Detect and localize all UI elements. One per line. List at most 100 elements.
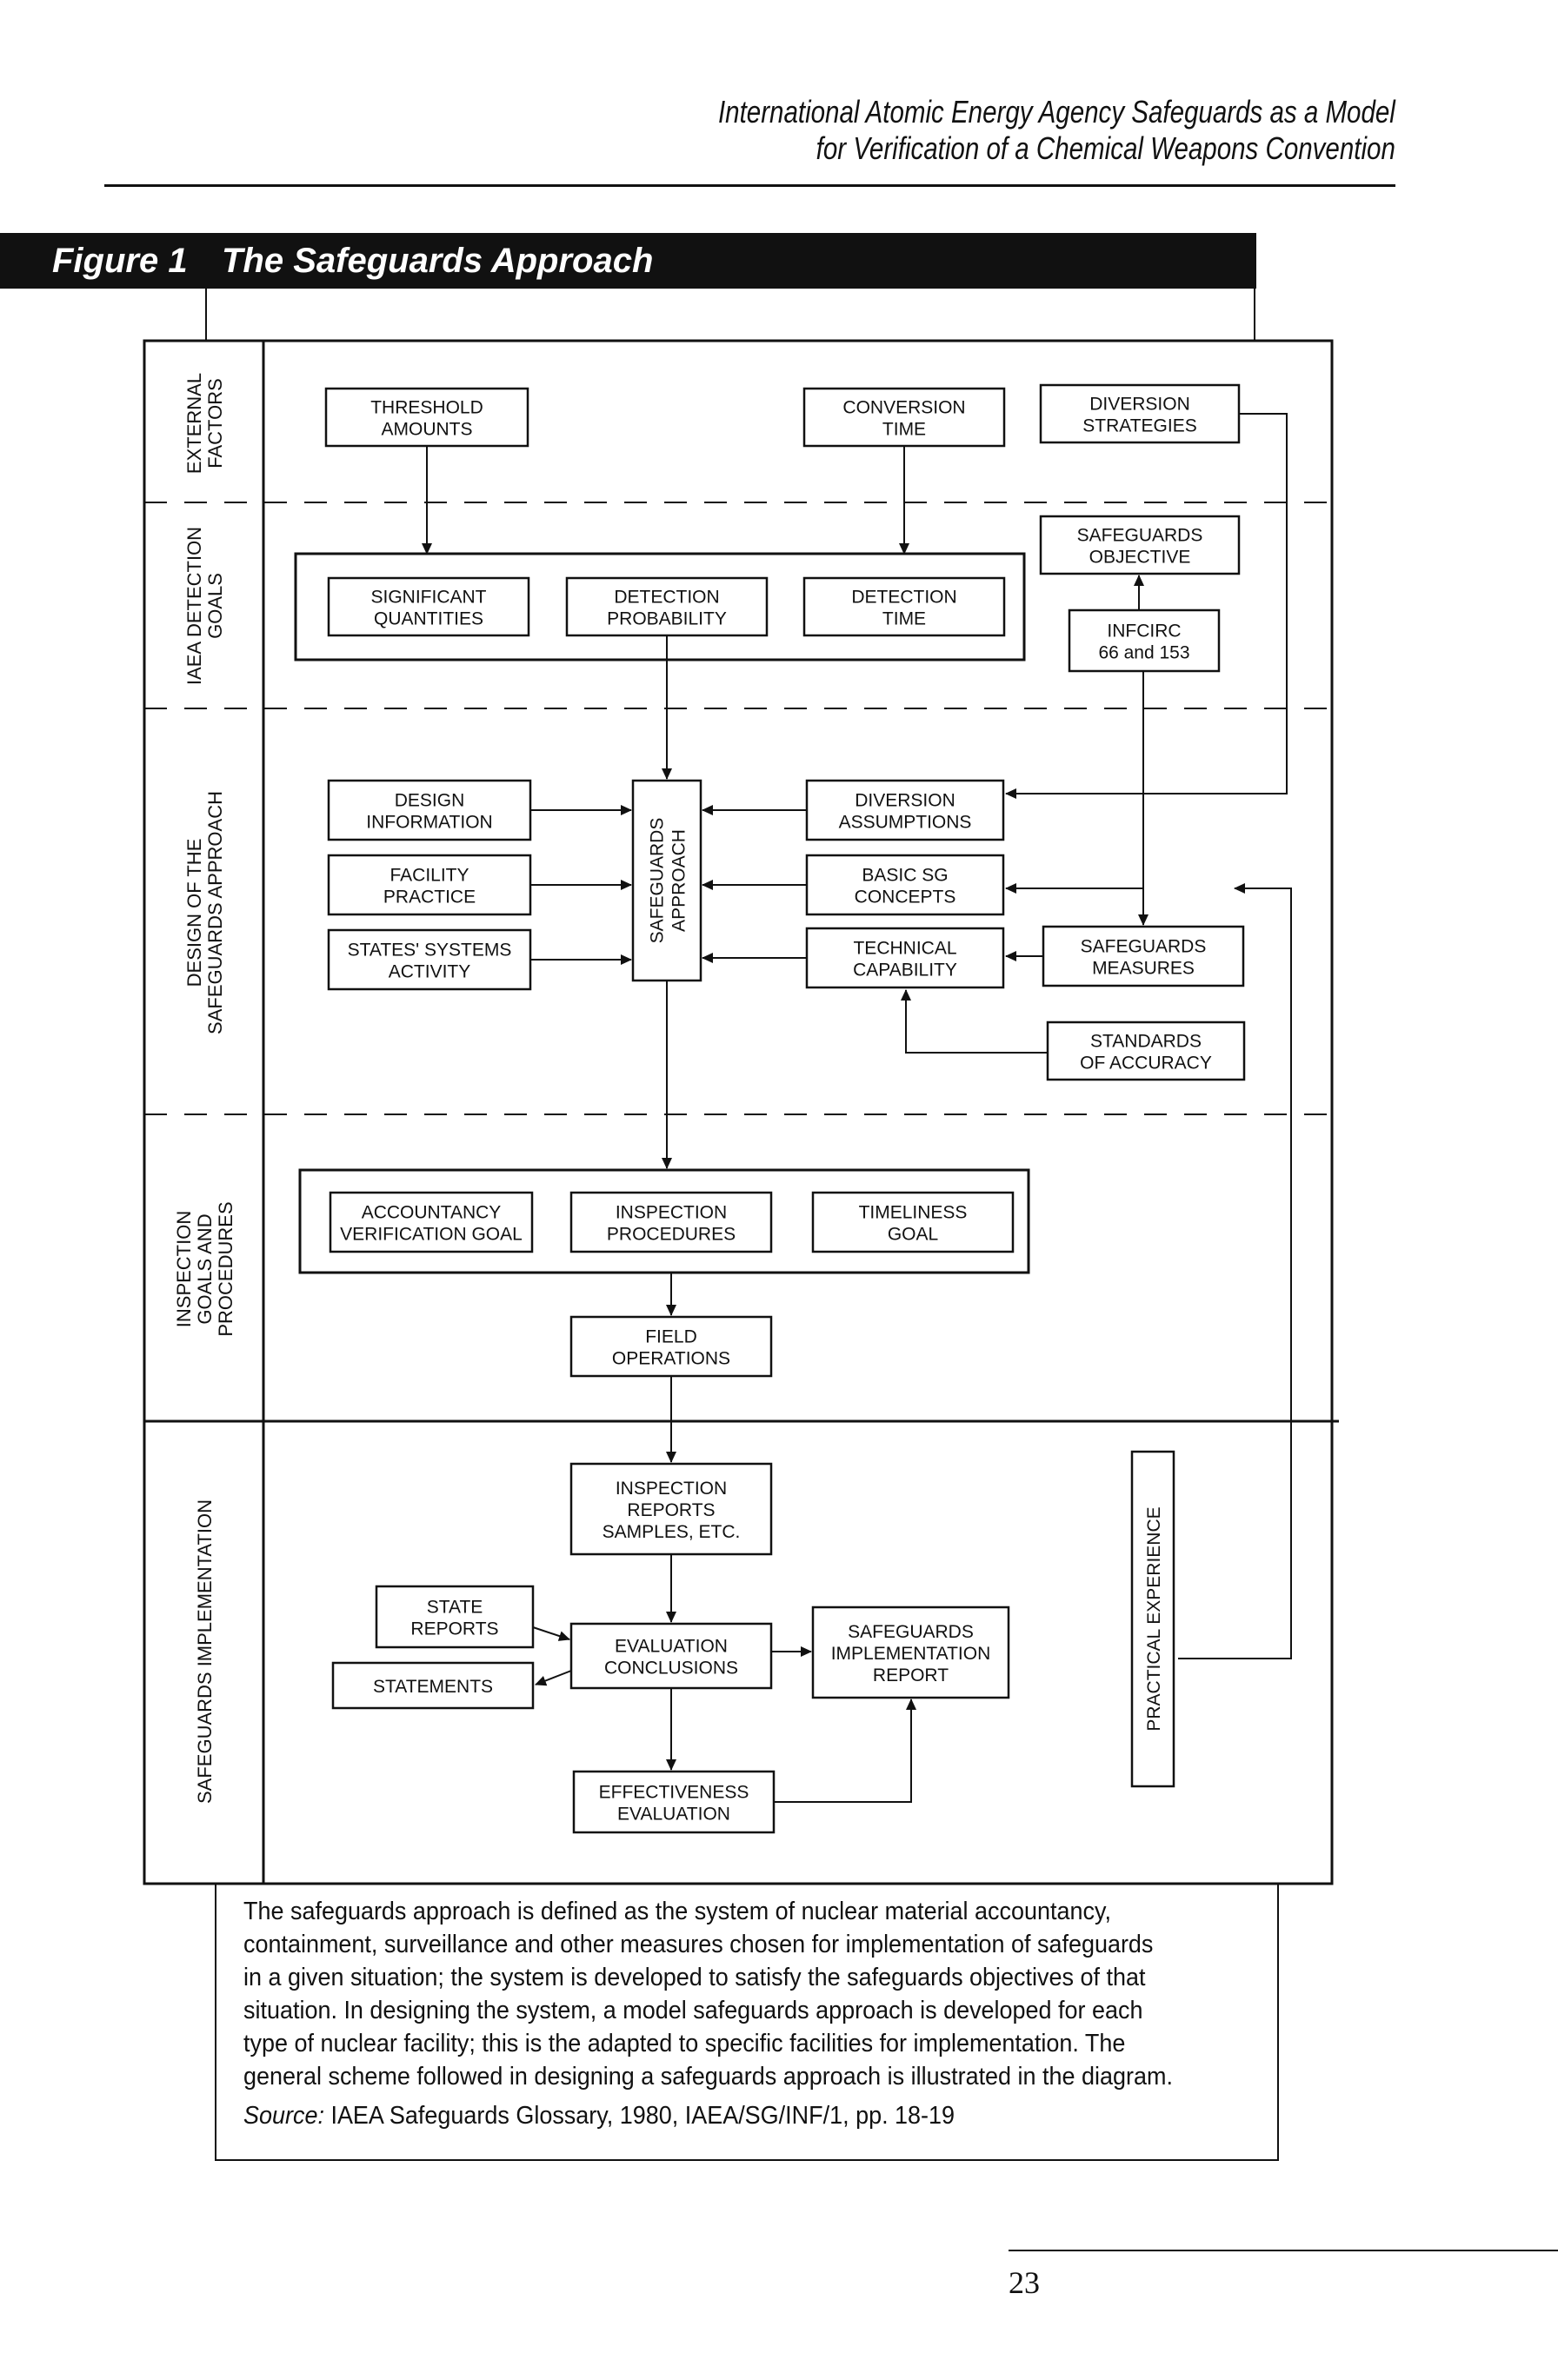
box-label: EVALUATION [617,1805,730,1825]
box-label: FACILITY [390,866,469,886]
box-label: TECHNICAL [853,939,956,959]
section-label-line: GOALS AND [194,1213,216,1324]
arrow-standards-to-technical [901,989,1048,1054]
figure-title-bar: Figure 1 The Safeguards Approach [0,233,1256,289]
arrow-effectiveness-to-report [774,1699,916,1803]
figure-title: The Safeguards Approach [222,242,654,280]
box-label: TIMELINESS [859,1203,968,1223]
arrow-strategies-to-assumptions [1005,413,1288,799]
header-rule [104,184,1395,187]
box-basic-sg: BASIC SG CONCEPTS [805,854,1005,916]
box-label: ASSUMPTIONS [839,813,972,833]
box-label: STRATEGIES [1082,416,1196,436]
box-label: APPROACH [669,829,689,932]
box-label: SIGNIFICANT [370,588,486,608]
figure-number: Figure 1 [52,242,188,280]
box-label: TIME [882,609,926,629]
box-label: TIME [882,420,926,440]
box-label: SAFEGUARDS [1077,526,1203,546]
box-label: SAFEGUARDS [1081,937,1207,957]
box-label: INSPECTION [616,1479,727,1499]
box-label: SAMPLES, ETC. [603,1522,741,1542]
box-label: DIVERSION [1089,395,1190,415]
box-label: STATES' SYSTEMS [348,941,512,961]
box-label: CONCLUSIONS [604,1659,738,1679]
box-label: FIELD [645,1327,697,1347]
box-label: PRACTICAL EXPERIENCE [1144,1506,1164,1731]
box-label: OF ACCURACY [1080,1054,1212,1074]
diagram-frame [143,339,1334,1885]
box-label: STANDARDS [1090,1032,1202,1052]
arrow-practical-feedback [1178,883,1292,1659]
detection-goals-group [294,552,1026,661]
box-label: VERIFICATION GOAL [340,1225,523,1245]
caption-frame [215,1884,1279,2161]
box-label: 66 and 153 [1098,643,1189,663]
figure-caption: The safeguards approach is defined as th… [243,1898,1173,2091]
section-label-line: GOALS [204,573,226,639]
section-label-line: EXTERNAL [183,373,205,474]
box-label: BASIC SG [862,866,948,886]
box-label: DESIGN [395,791,465,811]
running-header: International Atomic Energy Agency Safeg… [718,94,1395,167]
box-label: ACCOUNTANCY [362,1203,502,1223]
section-label-line: SAFEGUARDS IMPLEMENTATION [194,1499,216,1804]
box-label: MEASURES [1092,959,1195,979]
section-label-line: PROCEDURES [215,1201,236,1336]
box-label: STATE [427,1598,483,1618]
source-text: IAEA Safeguards Glossary, 1980, IAEA/SG/… [330,2102,955,2130]
source-label: Source: [243,2102,324,2130]
section-label-line: SAFEGUARDS APPROACH [204,791,226,1034]
box-label: STATEMENTS [373,1677,493,1697]
box-label: OBJECTIVE [1089,548,1191,568]
box-label: AMOUNTS [382,420,473,440]
box-label: PRACTICE [383,888,476,907]
box-label: IMPLEMENTATION [831,1644,991,1664]
section-label-line: DESIGN OF THE [183,839,205,987]
box-label: PROCEDURES [607,1225,736,1245]
box-label: CONCEPTS [855,888,956,907]
box-label: THRESHOLD [370,398,483,418]
box-label: INSPECTION [616,1203,727,1223]
section-label-line: INSPECTION [173,1211,195,1327]
box-label: REPORTS [627,1500,715,1520]
running-header-line2: for Verification of a Chemical Weapons C… [816,130,1395,166]
box-label: DIVERSION [855,791,955,811]
box-label: DETECTION [851,588,956,608]
arrow-state-reports [532,1626,570,1641]
figure-source: Source: IAEA Safeguards Glossary, 1980, … [243,2102,955,2131]
box-label: SAFEGUARDS [648,818,668,944]
box-facility: FACILITY PRACTICE [327,854,532,916]
box-label: CONVERSION [842,398,965,418]
box-label: EVALUATION [615,1637,728,1657]
section-label-line: IAEA DETECTION [183,527,205,685]
box-label: GOAL [888,1225,938,1245]
box-label: OPERATIONS [612,1349,730,1369]
box-statements: STATEMENTS [331,1661,535,1710]
inspection-goals-group [298,1168,1030,1274]
